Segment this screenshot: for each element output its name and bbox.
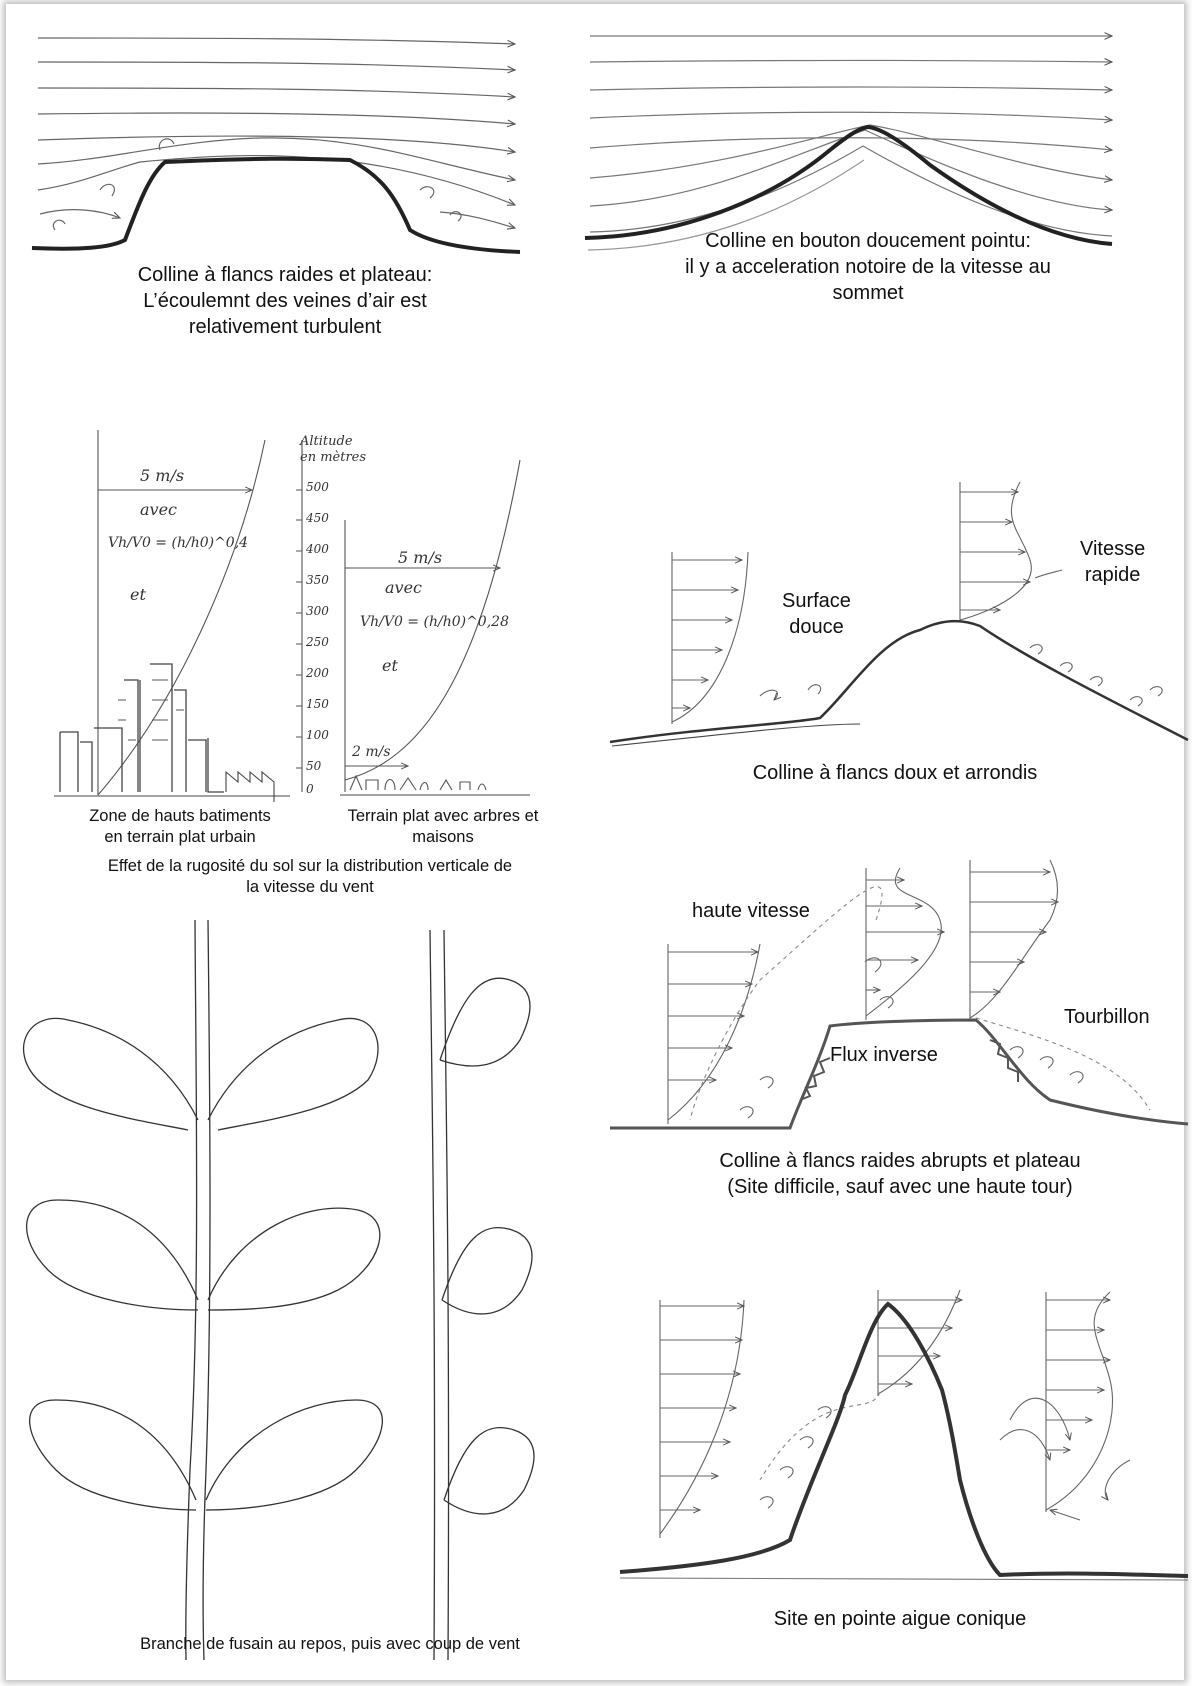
conical-peak-caption: Site en pointe aigue conique xyxy=(773,1608,1027,1630)
axis-tick: 0 xyxy=(306,782,314,796)
branch-caption: Branche de fusain au repos, puis avec co… xyxy=(140,1635,520,1653)
label-line: rapide xyxy=(1084,564,1141,586)
caption-line: Colline à flancs raides et plateau: xyxy=(137,264,433,286)
pointed-hill-caption: Colline en bouton doucement pointu: il y… xyxy=(618,228,1118,306)
caption-line: la vitesse du vent xyxy=(246,878,374,897)
spindle-branch-illustration xyxy=(22,919,535,1661)
flat-terrain-caption: Terrain plat avec arbres et maisons xyxy=(318,806,568,849)
altitude-axis-title: Altitude en mètres xyxy=(300,434,366,465)
tourbillon-label: Tourbillon xyxy=(1064,1006,1150,1028)
caption-line: relativement turbulent xyxy=(188,316,382,338)
caption-line: en terrain plat urbain xyxy=(104,828,256,847)
page-sheet xyxy=(6,4,1184,1680)
axis-tick: 300 xyxy=(306,604,329,618)
et-right: et xyxy=(382,656,398,675)
conical-peak-diagram xyxy=(619,1289,1189,1581)
speed-5-right: 5 m/s xyxy=(398,548,443,567)
caption-line: Zone de hauts batiments xyxy=(89,807,271,825)
abrupt-plateau-hill-diagram xyxy=(610,859,1189,1130)
axis-tick: 50 xyxy=(306,759,322,773)
steep-plateau-caption: Colline à flancs raides et plateau: L’éc… xyxy=(60,262,510,340)
formula-right: Vh/V0 = (h/h0)^0,28 xyxy=(360,614,509,630)
roughness-flat-terrain-diagram xyxy=(296,440,530,796)
et-left: et xyxy=(130,585,146,604)
axis-tick: 350 xyxy=(306,573,329,587)
caption-line: Terrain plat avec arbres et xyxy=(347,807,539,825)
caption-line: maisons xyxy=(412,828,474,847)
axis-tick: 500 xyxy=(306,480,329,494)
axis-title-line: en mètres xyxy=(300,449,367,465)
label-line: Vitesse xyxy=(1080,538,1146,560)
abrupt-plateau-caption: Colline à flancs raides abrupts et plate… xyxy=(650,1148,1150,1200)
axis-tick: 250 xyxy=(306,635,329,649)
caption-line: Effet de la rugosité du sol sur la distr… xyxy=(107,857,513,875)
roughness-effect-caption: Effet de la rugosité du sol sur la distr… xyxy=(40,856,580,899)
caption-line: Colline en bouton doucement pointu: xyxy=(705,230,1031,252)
vitesse-rapide-label: Vitesse rapide xyxy=(1080,536,1145,588)
label-line: douce xyxy=(789,616,844,638)
avec-right: avec xyxy=(385,578,423,597)
caption-line: sommet xyxy=(832,282,904,304)
roughness-urban-diagram xyxy=(54,430,290,802)
axis-tick: 150 xyxy=(306,697,329,711)
caption-line: (Site difficile, sauf avec une haute tou… xyxy=(727,1176,1073,1198)
urban-zone-caption: Zone de hauts batiments en terrain plat … xyxy=(55,806,305,849)
label-line: Surface xyxy=(782,590,851,612)
caption-line: Colline à flancs raides abrupts et plate… xyxy=(719,1150,1081,1172)
steep-plateau-hill-diagram xyxy=(31,37,521,254)
caption-line: L’écoulemnt des veines d’air est xyxy=(143,290,427,312)
gentle-hill-caption: Colline à flancs doux et arrondis xyxy=(752,762,1038,784)
speed-2: 2 m/s xyxy=(352,744,391,760)
pointed-hill-diagram xyxy=(584,36,1112,251)
caption-line: il y a acceleration notoire de la vitess… xyxy=(685,256,1051,278)
axis-tick: 450 xyxy=(306,511,329,525)
speed-5-left: 5 m/s xyxy=(140,466,185,485)
gentle-hill-diagram xyxy=(609,481,1189,747)
flux-inverse-label: Flux inverse xyxy=(830,1044,938,1066)
axis-tick: 100 xyxy=(306,728,329,742)
axis-tick: 400 xyxy=(306,542,329,556)
haute-vitesse-label: haute vitesse xyxy=(692,900,810,922)
axis-tick: 200 xyxy=(306,666,329,680)
axis-title-line: Altitude xyxy=(300,434,353,449)
formula-left: Vh/V0 = (h/h0)^0,4 xyxy=(108,535,249,551)
avec-left: avec xyxy=(140,500,178,519)
surface-douce-label: Surface douce xyxy=(782,588,851,640)
